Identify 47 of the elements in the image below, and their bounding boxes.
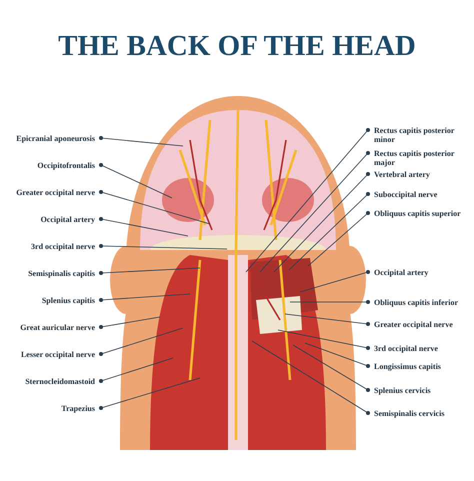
leader-line (292, 344, 370, 392)
part-label: Lesser occipital nerve (20, 350, 100, 358)
leader-line (260, 151, 370, 272)
part-label: Occipital artery (369, 268, 469, 276)
leader-line (99, 378, 200, 410)
part-label: Greater occipital nerve (16, 188, 100, 196)
part-label: Splenius cervicis (369, 386, 469, 394)
part-label: Semispinalis cervicis (369, 408, 469, 418)
part-label: Vertebral artery (369, 170, 469, 178)
leader-line (304, 342, 370, 368)
part-label: Trapezius (61, 404, 100, 412)
part-label: 3rd occipital nerve (369, 344, 469, 352)
part-label: Obliquus capitis superior (369, 208, 469, 218)
part-label: Great auricular nerve (20, 322, 100, 332)
part-label: Splenius capitis (42, 296, 100, 304)
leader-line (99, 328, 184, 356)
leader-line (99, 163, 172, 198)
leader-line (308, 211, 370, 266)
leader-line (99, 244, 228, 250)
part-label: Obliquus capitis inferior (369, 298, 469, 306)
leader-line (252, 340, 370, 415)
leader-line (278, 330, 370, 350)
leader-line (290, 300, 370, 304)
leader-line (99, 358, 174, 383)
part-label: Occipital artery (40, 214, 100, 224)
leader-line (246, 128, 370, 272)
part-label: Longissimus capitis (369, 362, 469, 370)
leader-line (99, 268, 200, 275)
part-label: Rectus capitis posterior minor (369, 126, 469, 144)
part-label: Suboccipital nerve (369, 190, 469, 198)
part-label: Epicranial aponeurosis (16, 134, 100, 142)
part-label: Occipitofrontalis (37, 160, 100, 170)
title: THE BACK OF THE HEAD (57, 32, 417, 61)
leader-line (274, 172, 370, 272)
leader-line (99, 294, 190, 302)
part-label: Sternocleidomastoid (25, 376, 100, 386)
part-label: 3rd occipital nerve (31, 242, 100, 250)
part-label: Rectus capitis posterior major (369, 148, 469, 166)
part-label: Semispinalis capitis (28, 268, 100, 278)
leader-line (288, 192, 370, 270)
leader-line (284, 314, 370, 326)
leader-line (300, 270, 370, 292)
leader-line (99, 316, 160, 329)
leader-line (99, 217, 188, 236)
part-label: Greater occipital nerve (369, 320, 469, 328)
leader-line (99, 190, 210, 224)
leader-line (99, 136, 184, 146)
